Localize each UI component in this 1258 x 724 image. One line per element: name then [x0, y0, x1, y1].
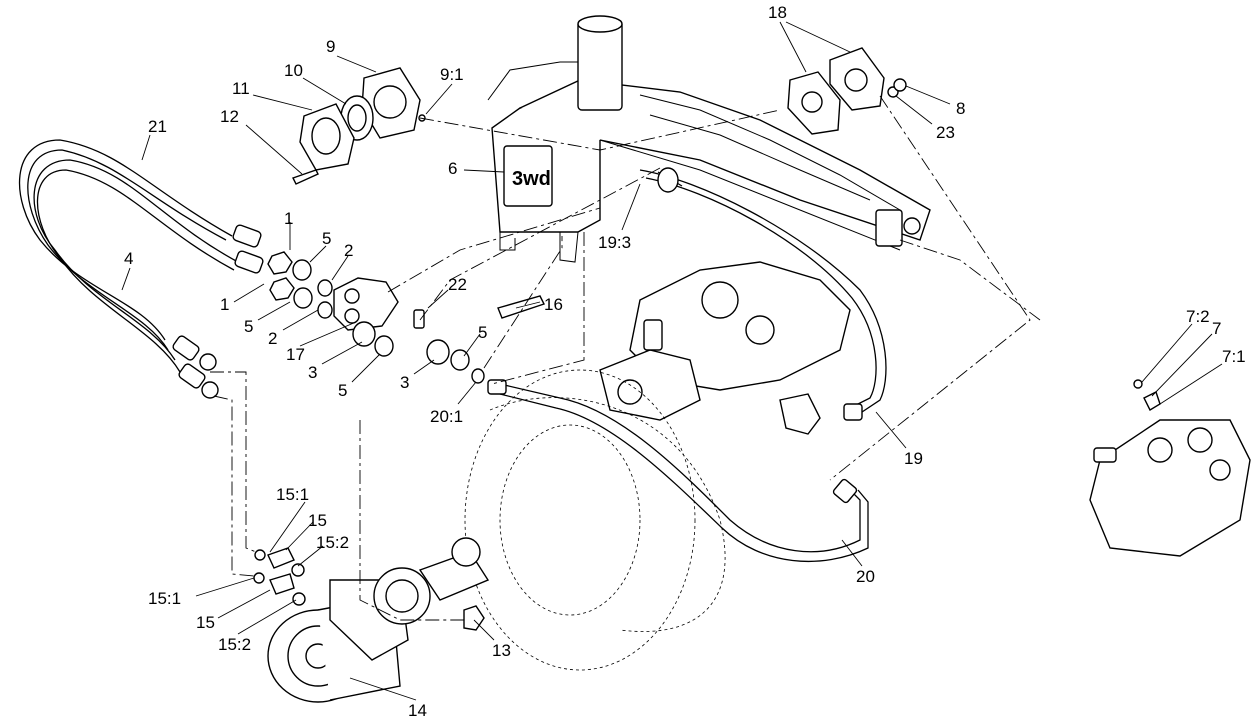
- fittings-15: [253, 547, 306, 606]
- callout-9: 9: [326, 37, 335, 56]
- callout-5c: 5: [338, 381, 347, 400]
- callout-15-1b: 15:1: [148, 589, 181, 608]
- callout-12: 12: [220, 107, 239, 126]
- callout-20-1: 20:1: [430, 407, 463, 426]
- manifold-7: [1089, 379, 1251, 557]
- callout-10: 10: [284, 61, 303, 80]
- callout-15-1a: 15:1: [276, 485, 309, 504]
- callout-15-2b: 15:2: [218, 635, 251, 654]
- flanges-18: [787, 47, 907, 135]
- wheel-phantom: [464, 369, 726, 671]
- callout-22: 22: [448, 275, 467, 294]
- callout-15a: 15: [308, 511, 327, 530]
- callout-14: 14: [408, 701, 427, 720]
- frame-assembly: 3wd: [487, 15, 931, 263]
- connection-lines: [210, 95, 1041, 621]
- callout-7: 7: [1212, 319, 1221, 338]
- 3wd-decal: [503, 145, 553, 207]
- tubes-19-20: [487, 167, 887, 563]
- leader-lines: [121, 21, 1223, 701]
- callout-20: 20: [856, 567, 875, 586]
- callout-6: 6: [448, 159, 457, 178]
- callout-3a: 3: [308, 363, 317, 382]
- callout-1b: 1: [220, 295, 229, 314]
- callout-2a: 2: [344, 241, 353, 260]
- callout-17: 17: [286, 345, 305, 364]
- callout-15-2a: 15:2: [316, 533, 349, 552]
- callout-1a: 1: [284, 209, 293, 228]
- callout-13: 13: [492, 641, 511, 660]
- callout-5a: 5: [322, 229, 331, 248]
- callout-5d: 5: [478, 323, 487, 342]
- callout-15b: 15: [196, 613, 215, 632]
- decal-text: 3wd: [512, 168, 551, 190]
- callout-18: 18: [768, 3, 787, 22]
- callout-23: 23: [936, 123, 955, 142]
- bearing-group: [292, 67, 426, 185]
- hoses-21-4: [18, 139, 264, 399]
- callout-3b: 3: [400, 373, 409, 392]
- callout-5b: 5: [244, 317, 253, 336]
- callout-7-1: 7:1: [1222, 347, 1246, 366]
- callout-2b: 2: [268, 329, 277, 348]
- callout-4: 4: [124, 249, 133, 268]
- callout-21: 21: [148, 117, 167, 136]
- callout-19-3: 19:3: [598, 233, 631, 252]
- pump-group: [599, 261, 851, 435]
- callout-8: 8: [956, 99, 965, 118]
- callout-16: 16: [544, 295, 563, 314]
- callout-labels: 18 9 9:1 10 11 12 21 8 23 6 19:3 1 5 2 4…: [124, 3, 1246, 720]
- callout-9-1: 9:1: [440, 65, 464, 84]
- wheel-motor-14: [267, 537, 490, 703]
- callout-19: 19: [904, 449, 923, 468]
- callout-7-2: 7:2: [1186, 307, 1210, 326]
- callout-11: 11: [232, 79, 250, 98]
